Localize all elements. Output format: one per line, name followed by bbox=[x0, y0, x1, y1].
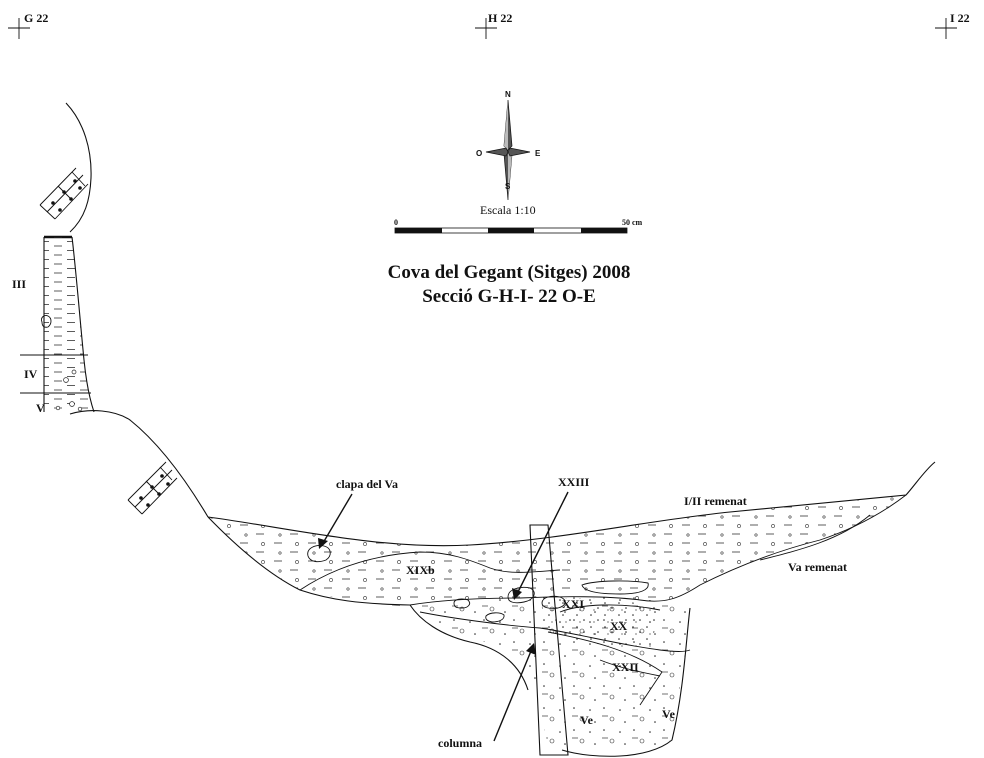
grid-marker-h22: H 22 bbox=[475, 11, 512, 39]
pointer-clapa bbox=[322, 493, 353, 544]
grid-label-i22: I 22 bbox=[950, 11, 970, 25]
label-i-ii-remenat: I/II remenat bbox=[684, 494, 747, 508]
scale-segment bbox=[581, 228, 627, 233]
scale-bar: Escala 1:10 0 50 cm bbox=[394, 203, 643, 234]
label-ve-left: Ve bbox=[580, 713, 594, 727]
compass-south-label: S bbox=[505, 182, 511, 191]
title-line-2: Secció G-H-I- 22 O-E bbox=[422, 286, 596, 307]
scale-segment bbox=[395, 228, 442, 233]
upper-wall-rock bbox=[39, 102, 92, 233]
layer-label-v: V bbox=[36, 401, 45, 415]
layer-label-iii: III bbox=[12, 277, 26, 291]
label-ve-right: Ve bbox=[662, 707, 676, 721]
pointer-columna bbox=[493, 650, 532, 742]
compass-east-label: E bbox=[535, 149, 541, 158]
compass-north-label: N bbox=[505, 90, 511, 99]
cave-slope-rock bbox=[69, 410, 209, 518]
title-line-1: Cova del Gegant (Sitges) 2008 bbox=[388, 262, 631, 283]
compass-east-arm bbox=[507, 147, 531, 157]
grid-label-g22: G 22 bbox=[24, 11, 48, 25]
wall-strata-column: III IV V bbox=[12, 235, 95, 415]
label-xxii: XXII bbox=[612, 660, 639, 674]
label-xxi: XXI bbox=[562, 597, 584, 611]
grid-marker-i22: I 22 bbox=[935, 11, 970, 39]
label-xixb: XIXb bbox=[406, 563, 435, 577]
grid-marker-g22: G 22 bbox=[8, 11, 48, 39]
label-columna: columna bbox=[438, 736, 482, 750]
label-va-remenat: Va remenat bbox=[788, 560, 847, 574]
label-xx: XX bbox=[610, 619, 628, 633]
label-clapa-del-va: clapa del Va bbox=[336, 477, 398, 491]
compass-west-label: O bbox=[476, 149, 482, 158]
grid-label-h22: H 22 bbox=[488, 11, 512, 25]
section-deposit bbox=[207, 461, 936, 757]
compass-west-arm bbox=[485, 147, 509, 157]
layer-label-iv: IV bbox=[24, 367, 38, 381]
pointer-xxiii bbox=[517, 491, 569, 593]
scale-segment bbox=[488, 228, 534, 233]
sample-column bbox=[529, 524, 569, 756]
label-xxiii: XXIII bbox=[558, 475, 590, 489]
scale-end-label: 50 cm bbox=[622, 218, 643, 227]
compass-rose: N S O E bbox=[476, 90, 541, 201]
scale-caption: Escala 1:10 bbox=[480, 203, 536, 217]
scale-start-label: 0 bbox=[394, 218, 398, 227]
